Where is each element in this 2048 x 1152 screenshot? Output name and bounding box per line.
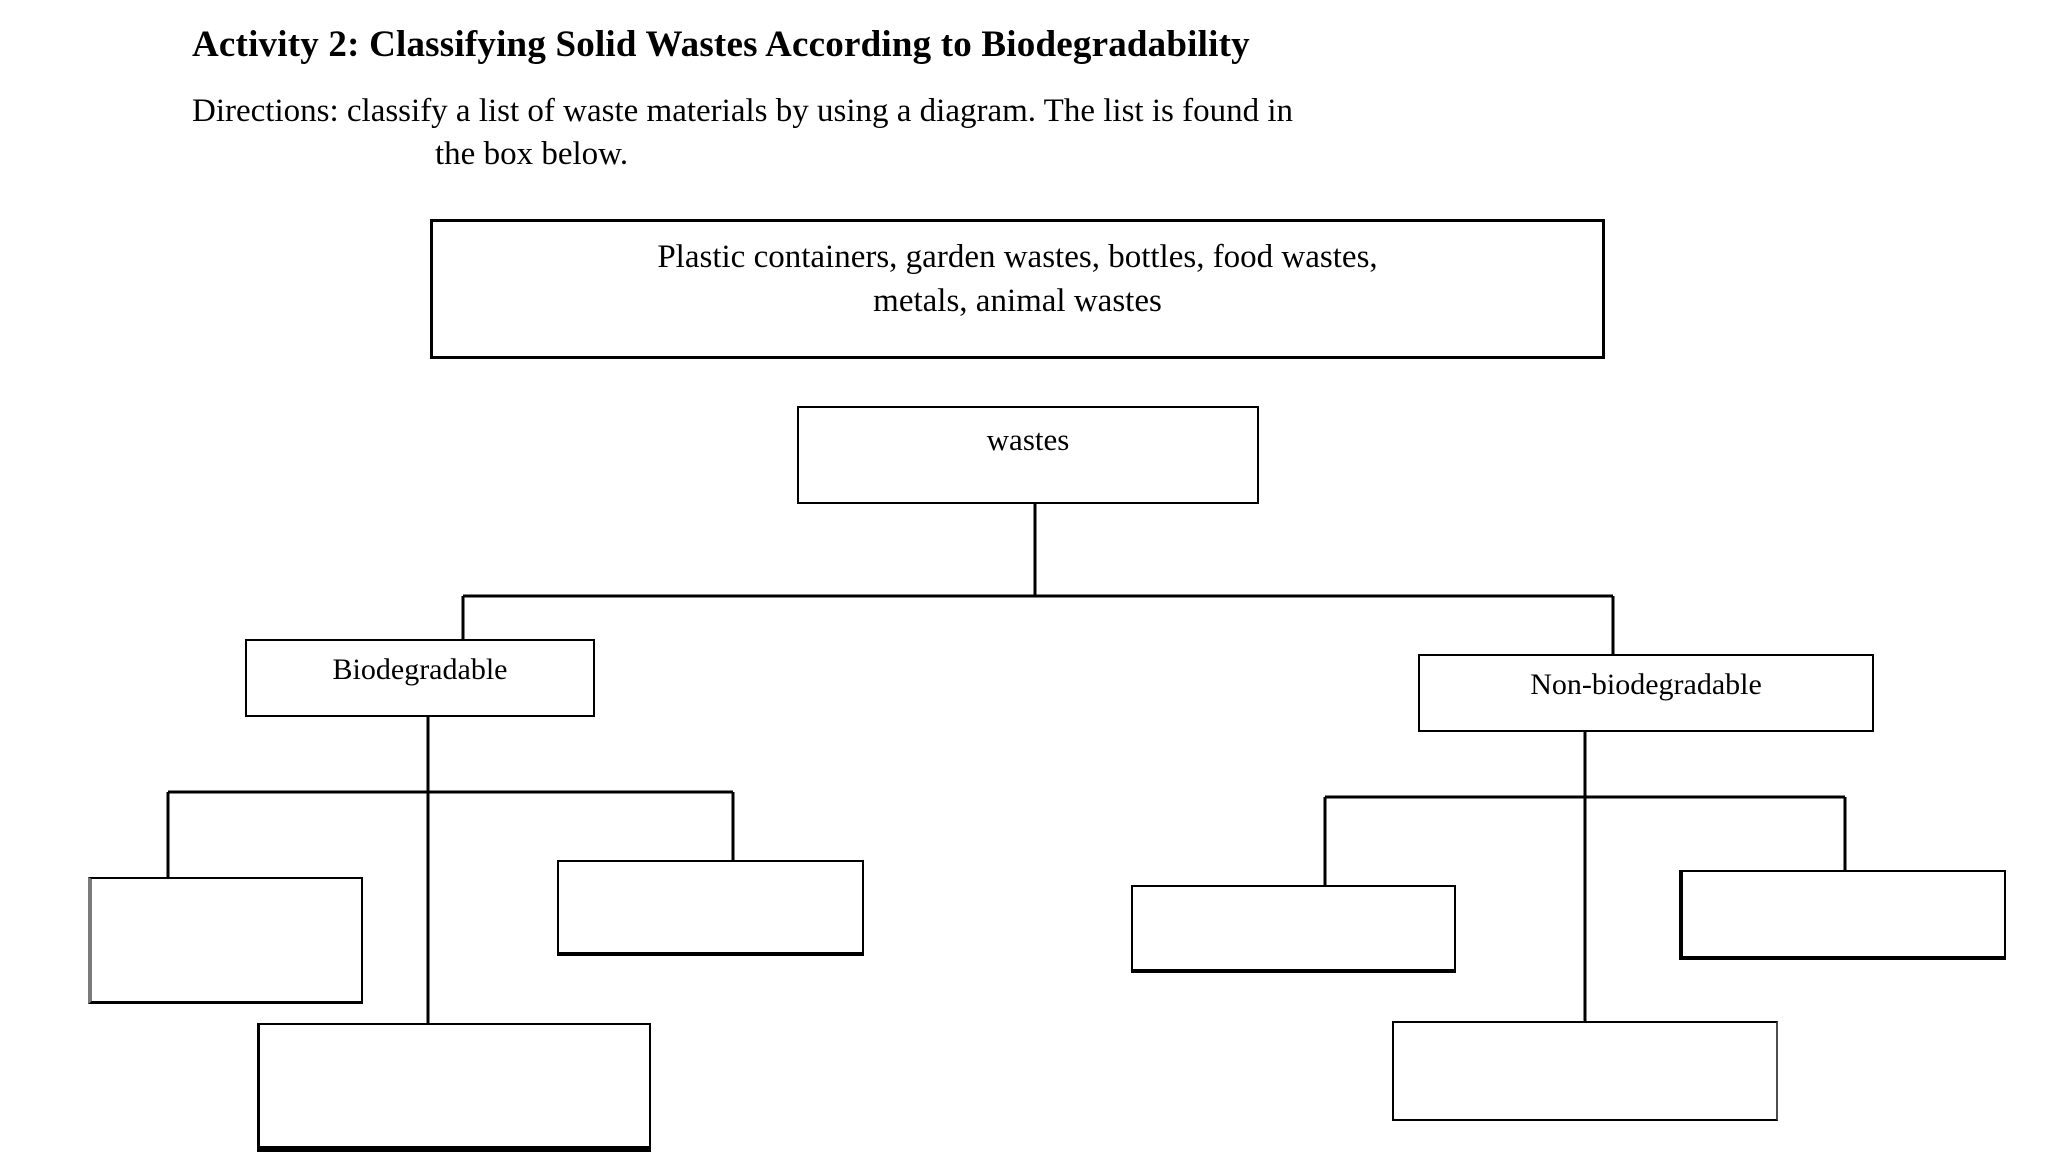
directions-text: Directions: classify a list of waste mat… <box>192 90 1932 176</box>
word-bank-text: Plastic containers, garden wastes, bottl… <box>433 236 1602 324</box>
diagram-node-wastes[interactable]: wastes <box>797 406 1259 504</box>
directions-line-2: the box below. <box>435 135 629 172</box>
diagram-node-non-biodegradable[interactable]: Non-biodegradable <box>1418 654 1874 732</box>
answer-box-biodegradable-3[interactable] <box>257 1023 651 1152</box>
diagram-node-biodegradable[interactable]: Biodegradable <box>245 639 595 717</box>
answer-box-biodegradable-2[interactable] <box>557 860 864 956</box>
answer-box-non-biodegradable-2[interactable] <box>1679 870 2006 960</box>
diagram-node-wastes-label: wastes <box>986 422 1070 457</box>
page-title: Activity 2: Classifying Solid Wastes Acc… <box>192 24 1250 65</box>
answer-box-non-biodegradable-3[interactable] <box>1392 1021 1778 1121</box>
word-bank-line-2: metals, animal wastes <box>873 282 1162 319</box>
word-bank-line-1: Plastic containers, garden wastes, bottl… <box>657 239 1378 275</box>
answer-box-biodegradable-1[interactable] <box>88 877 363 1004</box>
diagram-node-non-biodegradable-label: Non-biodegradable <box>1530 668 1762 701</box>
word-bank-box: Plastic containers, garden wastes, bottl… <box>430 219 1605 359</box>
diagram-node-biodegradable-label: Biodegradable <box>332 653 508 686</box>
directions-line-1: Directions: classify a list of waste mat… <box>192 93 1294 129</box>
answer-box-non-biodegradable-1[interactable] <box>1131 885 1456 973</box>
